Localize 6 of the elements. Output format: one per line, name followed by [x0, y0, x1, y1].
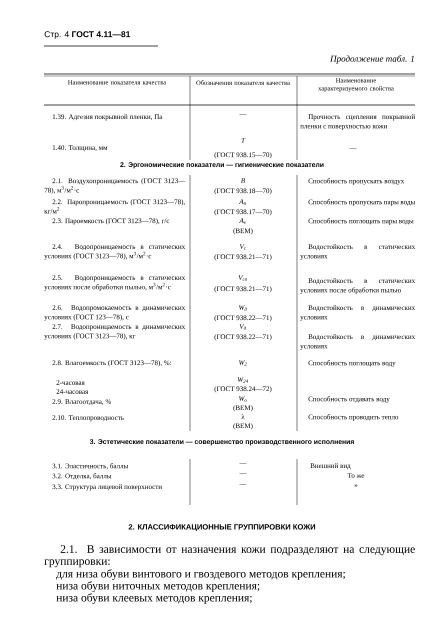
page-header: Стр. 4 ГОСТ 4.11—81: [44, 31, 130, 39]
continuation-note: Продолжение табл. 1: [330, 55, 414, 64]
paragraph: 2.1. В зависимости от назначения кожи подразделяют на следующие группировки:: [44, 545, 415, 568]
list-item: низа обуви клеевых методов крепления;: [56, 593, 252, 604]
list-item: для низа обуви винтового и гвоздевого методов крепления;: [56, 569, 345, 580]
list-item: низа обуви ниточных методов крепления;: [56, 581, 260, 592]
